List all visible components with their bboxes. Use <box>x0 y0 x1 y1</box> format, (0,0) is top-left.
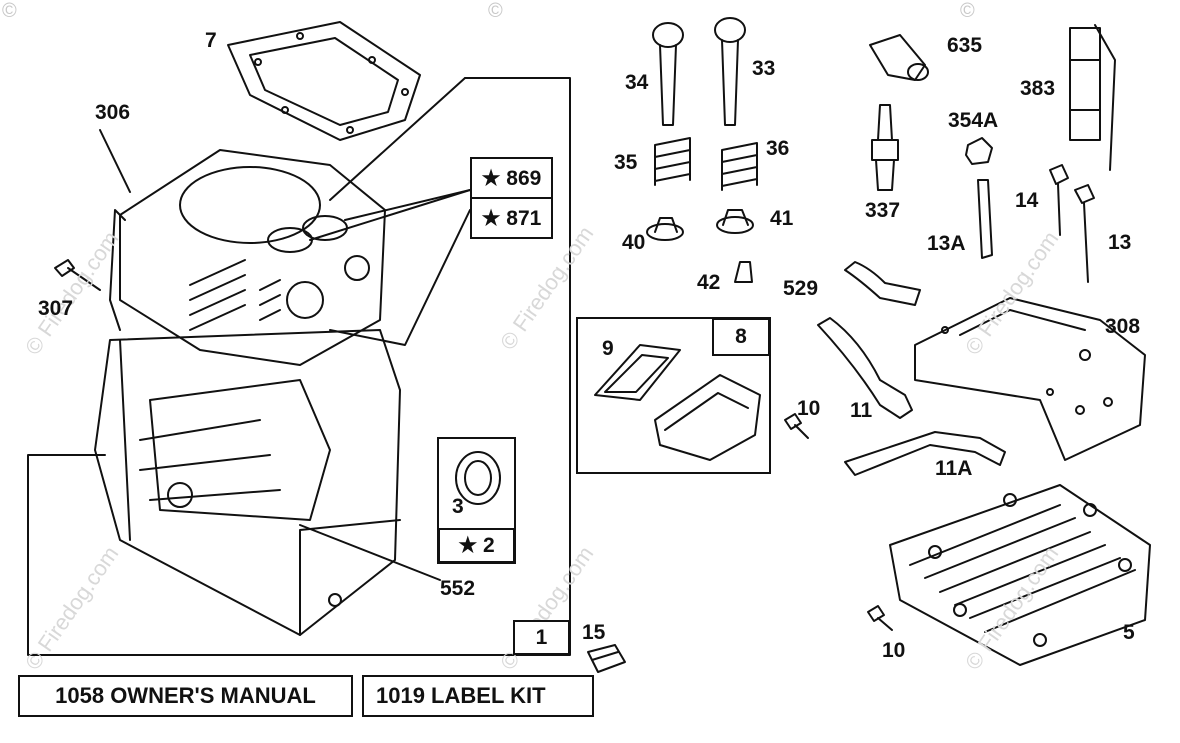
owners-manual-box: 1058 OWNER'S MANUAL <box>18 675 353 717</box>
part-label-635: 635 <box>947 34 983 57</box>
part-label-36: 36 <box>766 137 790 160</box>
part-box-8: 8 <box>712 318 770 356</box>
part-label-40: 40 <box>622 231 646 254</box>
watermark-copyright: © <box>2 0 17 22</box>
screw-10-a <box>784 413 809 439</box>
part-label-33: 33 <box>752 57 776 80</box>
bolt-14 <box>1049 164 1069 236</box>
cylinder-shield-308 <box>914 297 1146 461</box>
nut-354a <box>965 137 993 165</box>
part-label-337: 337 <box>865 199 901 222</box>
part-box-869: ★ 869 <box>470 157 553 199</box>
part-label-529: 529 <box>783 277 819 300</box>
kit-border-leader <box>329 77 466 201</box>
cylinder-head-gasket <box>227 21 421 141</box>
part-label-10-lower: 10 <box>882 639 906 662</box>
part-label-42: 42 <box>697 271 721 294</box>
part-label-307: 307 <box>38 297 74 320</box>
tube-11 <box>817 317 913 419</box>
kit-box-3-frame <box>437 437 516 564</box>
part-label-10-upper: 10 <box>797 397 821 420</box>
retainer-41 <box>716 209 754 234</box>
part-label-14: 14 <box>1015 189 1039 212</box>
watermark-copyright: © <box>488 0 503 22</box>
spark-plug-boot <box>869 34 929 81</box>
part-label-34: 34 <box>625 71 649 94</box>
plug-wrench-383 <box>1069 24 1116 171</box>
valve-spring-36 <box>721 142 758 191</box>
cylinder-head-5 <box>889 484 1151 666</box>
bolt-13 <box>1074 184 1095 283</box>
drain-plug-15 <box>587 644 626 673</box>
retainer-40 <box>646 217 684 241</box>
engine-block <box>94 149 401 636</box>
part-label-9: 9 <box>602 337 614 360</box>
stud-13a <box>977 179 993 259</box>
kit-box-8-frame <box>576 317 771 474</box>
tube-529 <box>844 261 921 306</box>
part-label-383: 383 <box>1020 77 1056 100</box>
valve-34 <box>652 22 684 126</box>
part-label-15: 15 <box>582 621 606 644</box>
watermark-copyright: © <box>960 0 975 22</box>
screw-307 <box>54 259 101 291</box>
keepers-42 <box>734 261 753 283</box>
part-label-35: 35 <box>614 151 638 174</box>
part-label-5: 5 <box>1123 621 1135 644</box>
oil-seal-3 <box>455 451 501 505</box>
part-label-306: 306 <box>95 101 131 124</box>
part-label-13: 13 <box>1108 231 1132 254</box>
label-kit-box: 1019 LABEL KIT <box>362 675 594 717</box>
part-label-13a: 13A <box>927 232 966 255</box>
valve-spring-35 <box>654 137 691 186</box>
tube-11a <box>844 431 1006 476</box>
part-label-7: 7 <box>205 29 217 52</box>
screw-10-b <box>867 605 893 631</box>
kit-border-1 <box>27 77 571 656</box>
valve-33 <box>714 17 746 126</box>
part-label-308: 308 <box>1105 315 1141 338</box>
part-label-11: 11 <box>850 399 873 422</box>
part-label-11a: 11A <box>935 457 973 480</box>
part-label-3: 3 <box>452 495 464 518</box>
part-label-552: 552 <box>440 577 476 600</box>
part-box-871: ★ 871 <box>470 197 553 239</box>
breather-kit-8 <box>594 344 761 461</box>
part-label-41: 41 <box>770 207 794 230</box>
part-label-354a: 354A <box>948 109 999 132</box>
part-box-1: 1 <box>513 620 570 655</box>
spark-plug <box>871 104 899 191</box>
part-box-2: ★ 2 <box>438 528 515 563</box>
